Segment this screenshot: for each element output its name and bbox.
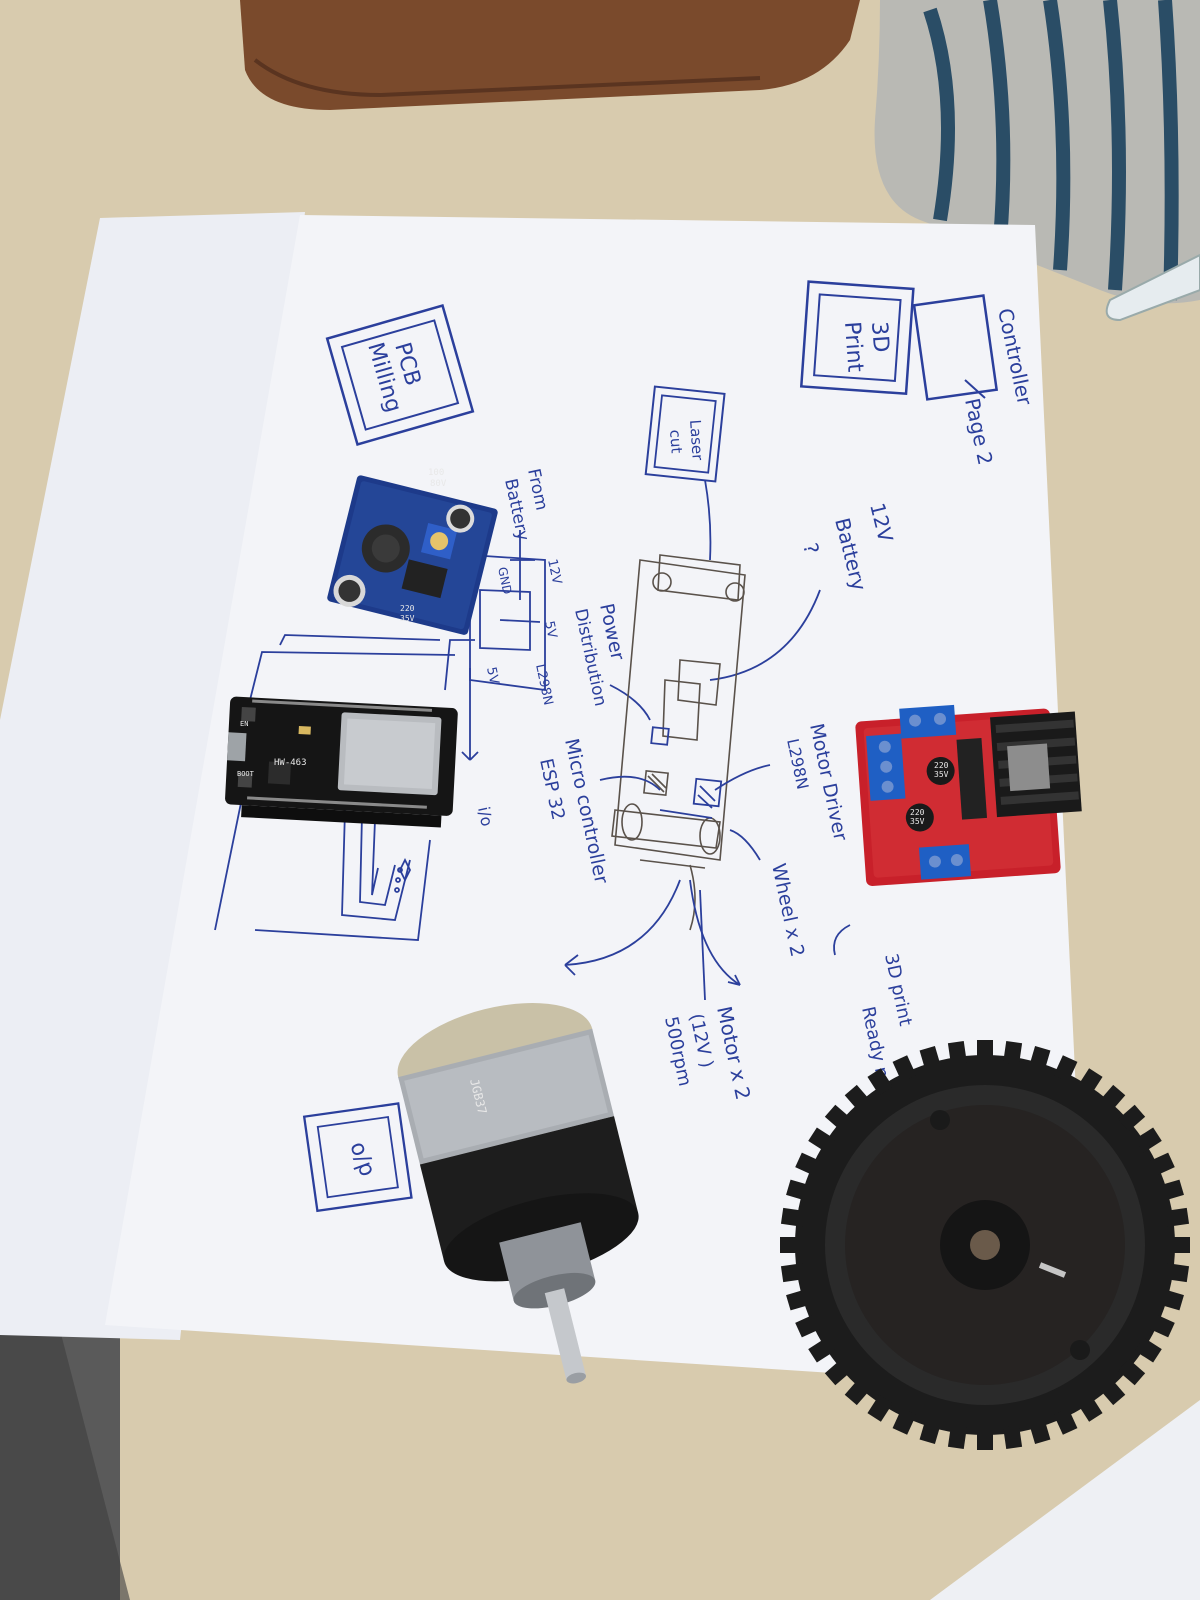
wheel-tread	[824, 1358, 852, 1386]
laser-cut-text-1: Laser	[686, 419, 707, 462]
wheel-tread	[867, 1068, 893, 1096]
driver-cap-a-label-1: 220	[934, 761, 949, 770]
buck-cap-top-label-1: 100	[428, 468, 444, 478]
wheel-tread	[786, 1179, 812, 1202]
wheel-tread	[780, 1207, 806, 1227]
5v-label-a: 5V	[541, 620, 559, 640]
buck-cap-top-label-2: 80V	[430, 479, 447, 489]
wheel-tread	[1134, 1127, 1162, 1153]
wheel-tread	[1164, 1263, 1190, 1283]
esp32-dev-board	[225, 696, 458, 828]
driver-cap-a-label-2: 35V	[934, 770, 949, 779]
v12-label: 12V	[544, 558, 564, 586]
power-wiring-sketch	[249, 530, 546, 761]
wheel-tread	[1098, 1378, 1126, 1406]
wheel-tread	[824, 1104, 852, 1132]
wheel-tread	[1098, 1084, 1126, 1112]
3d-print-note	[799, 280, 915, 396]
driver-cap-b-label-1: 220	[910, 808, 925, 817]
robot-wheel	[780, 1040, 1190, 1450]
wheel-tread	[1148, 1152, 1175, 1177]
l298n-motor-driver-board	[855, 704, 1082, 887]
wheel-tread	[1053, 1408, 1078, 1435]
wheel-tread	[844, 1084, 872, 1112]
wheel-tread	[844, 1378, 872, 1406]
wheel-tread	[1168, 1237, 1190, 1253]
wheel-tread	[1158, 1288, 1184, 1311]
laser-cut-note	[644, 385, 726, 483]
wheel-tread	[977, 1428, 993, 1450]
wheel-tread	[795, 1313, 822, 1338]
wheel-tread	[947, 1040, 967, 1066]
wheel-tread	[947, 1424, 967, 1450]
dc-gear-motor	[397, 1003, 639, 1384]
paper-sheet-corner	[930, 1400, 1200, 1600]
io-text: i/o	[474, 805, 497, 828]
wheel-tread	[786, 1288, 812, 1311]
wheel-tread	[1053, 1055, 1078, 1082]
arrows-sketch	[564, 879, 741, 1001]
table-edge-shadow	[0, 1300, 130, 1600]
driver-cap-b-label-2: 35V	[910, 817, 925, 826]
wheel-tread	[867, 1394, 893, 1422]
laser-cut-text-2: cut	[666, 429, 686, 454]
5v-label-b: 5V	[483, 666, 501, 686]
wheel-tread	[1003, 1424, 1023, 1450]
wheel-tread	[919, 1418, 942, 1444]
chassis-blue-parts	[650, 726, 723, 819]
wheel-tread	[808, 1337, 836, 1363]
wheel-tread	[1028, 1046, 1051, 1072]
wheel-tread	[1164, 1207, 1190, 1227]
paper-sheet-back	[0, 212, 305, 1340]
buck-cap-bottom-label-1: 220	[400, 604, 415, 613]
wheel-tread	[1118, 1358, 1146, 1386]
wheel-tread	[1148, 1313, 1175, 1338]
op-note	[302, 1102, 413, 1213]
esp32-boot-label: BOOT	[237, 770, 255, 778]
esp32-board-label: HW-463	[274, 758, 307, 768]
wheel-tread	[892, 1055, 917, 1082]
wheel-tread	[780, 1263, 806, 1283]
wheel-tread	[780, 1237, 802, 1253]
esp32-en-label: EN	[240, 720, 248, 728]
robot-chassis-sketch	[611, 554, 746, 931]
wheel-tread	[1134, 1337, 1162, 1363]
buck-converter-module	[327, 475, 498, 635]
wheel-tread	[1077, 1394, 1103, 1422]
wheel-tread	[919, 1046, 942, 1072]
3d-print-text-2: Print	[839, 321, 867, 374]
wheel-tread	[1077, 1068, 1103, 1096]
wheel-tread	[795, 1152, 822, 1177]
wheel-tread	[892, 1408, 917, 1435]
brown-pouch	[240, 0, 860, 110]
buck-cap-bottom-label-2: 35V	[400, 614, 415, 623]
wheel-tread	[808, 1127, 836, 1153]
wheel-tread	[1118, 1104, 1146, 1132]
wheel-tread	[1158, 1179, 1184, 1202]
wheel-tread	[1028, 1418, 1051, 1444]
controller-note	[912, 294, 999, 401]
gnd-label: GND	[495, 566, 514, 596]
wheel-tread	[977, 1040, 993, 1062]
pen-cap	[1105, 253, 1200, 322]
pcb-milling-note	[325, 304, 475, 446]
esp32-io-wiring	[214, 699, 431, 941]
3d-print-text-1: 3D	[866, 321, 893, 354]
wheel-tread	[1003, 1040, 1023, 1066]
